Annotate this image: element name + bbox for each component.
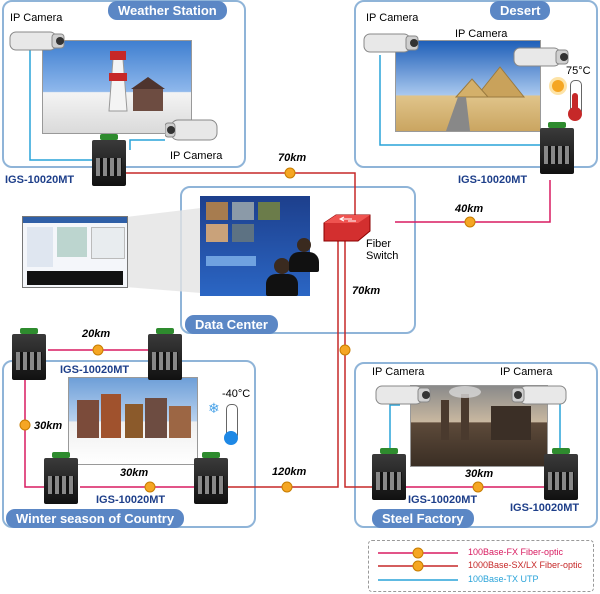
winter-switch-icon: [194, 452, 228, 504]
ip-camera-icon: [513, 47, 569, 67]
town-buildings-icon: [77, 394, 191, 438]
thermometer-hot-icon: [568, 80, 582, 121]
badge-30-steel: [472, 481, 484, 493]
badge-120: [281, 481, 293, 493]
desert-switch-model: IGS-10020MT: [458, 174, 528, 186]
steel-switch-icon: [544, 448, 578, 500]
steel-switch-model-right: IGS-10020MT: [510, 502, 580, 514]
winter-town-photo: [68, 377, 198, 465]
panel-title-desert: Desert: [490, 1, 551, 20]
fiber-switch-label-line2: Switch: [366, 250, 399, 262]
factory-chimney-icon: [441, 386, 531, 440]
utp-weather-cam1: [29, 50, 92, 161]
badge-70-mid: [339, 344, 351, 356]
fx-winter-left: [24, 380, 44, 488]
ip-camera-icon: [9, 31, 65, 51]
desert-switch-icon: [540, 122, 574, 174]
ip-camera-icon: [165, 119, 218, 141]
winter-temperature: -40°C: [222, 388, 251, 400]
desert-temperature: 75°C: [566, 65, 591, 77]
steel-factory-photo: [410, 385, 548, 467]
legend-box: [368, 540, 594, 592]
utp-steel-cam1: [389, 404, 400, 450]
fx-desert-switch: [395, 180, 551, 223]
winter-switch-model-bottom: IGS-10020MT: [96, 494, 166, 506]
distance-label-70km-top: 70km: [278, 152, 307, 164]
steel-ip-camera-label-1: IP Camera: [372, 366, 425, 378]
distance-label-20km: 20km: [82, 328, 111, 340]
sun-icon: [552, 80, 564, 92]
badge-legend-gx: [412, 560, 424, 572]
ip-camera-icon: [363, 33, 419, 53]
weather-ip-camera-label-2: IP Camera: [170, 150, 223, 162]
winter-switch-model-top: IGS-10020MT: [60, 364, 130, 376]
badge-legend-fx: [412, 547, 424, 559]
badge-30-left: [19, 419, 31, 431]
distance-label-30km-left: 30km: [34, 420, 63, 432]
weather-switch-model: IGS-10020MT: [5, 174, 75, 186]
gx-switch-to-steel: [344, 240, 372, 488]
distance-label-120km: 120km: [272, 466, 307, 478]
weather-ip-camera-label-1: IP Camera: [10, 12, 63, 24]
panel-title-winter-season: Winter season of Country: [6, 509, 185, 528]
panel-title-data-center: Data Center: [185, 315, 278, 334]
snowflake-icon: ❄: [208, 400, 220, 416]
legend-item-utp: 100Base-TX UTP: [468, 574, 539, 584]
utp-desert-cam1: [379, 55, 540, 146]
distance-label-30km-steel: 30km: [465, 468, 494, 480]
badge-30-winter: [144, 481, 156, 493]
panel-title-steel-factory: Steel Factory: [372, 509, 474, 528]
panel-title-weather-station: Weather Station: [108, 1, 227, 20]
operator-icon: [286, 238, 322, 274]
badge-40: [464, 216, 476, 228]
ip-camera-icon: [375, 385, 431, 405]
monitoring-screen-thumbnail: [22, 216, 128, 288]
thermometer-cold-icon: [224, 404, 238, 445]
distance-label-30km-winter: 30km: [120, 467, 149, 479]
steel-switch-icon: [372, 448, 406, 500]
distance-label-40km: 40km: [455, 203, 484, 215]
legend-item-fx: 100Base-FX Fiber-optic: [468, 547, 564, 557]
distance-label-70km-mid: 70km: [352, 285, 381, 297]
winter-switch-icon: [148, 328, 182, 380]
weather-lighthouse-photo: [42, 40, 192, 134]
gx-weather-to-switch: [125, 172, 356, 215]
lighthouse-icon: [108, 51, 165, 112]
operator-icon: [262, 258, 302, 298]
desert-ip-camera-label-1: IP Camera: [366, 12, 419, 24]
winter-switch-icon: [44, 452, 78, 504]
fiber-switch-icon: [323, 214, 371, 242]
pyramid-icon: [446, 66, 526, 131]
desert-ip-camera-label-2: IP Camera: [455, 28, 508, 40]
steel-switch-model-left: IGS-10020MT: [408, 494, 478, 506]
winter-switch-icon: [12, 328, 46, 380]
legend-item-gx: 1000Base-SX/LX Fiber-optic: [468, 560, 583, 570]
steel-ip-camera-label-2: IP Camera: [500, 366, 553, 378]
badge-70-top: [284, 167, 296, 179]
badge-20: [92, 344, 104, 356]
utp-weather-cam2: [129, 139, 165, 150]
gx-switch-to-winter: [228, 240, 339, 488]
ip-camera-icon: [511, 385, 567, 405]
fiber-badges: [19, 167, 484, 572]
weather-switch-icon: [92, 134, 126, 186]
fiber-switch-label-line1: Fiber: [366, 238, 392, 250]
